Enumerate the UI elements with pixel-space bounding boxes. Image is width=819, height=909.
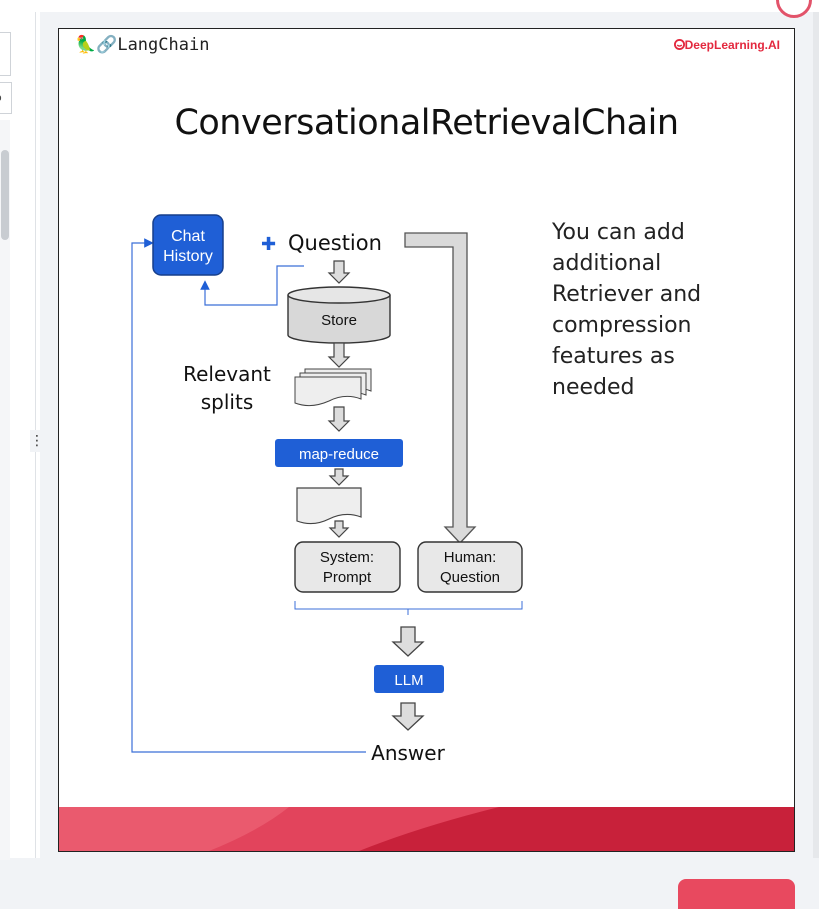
feedback-loop-line (131, 238, 366, 753)
arrow-to-map-reduce (327, 406, 351, 432)
chat-history-box (152, 214, 224, 276)
smile-icon (673, 39, 685, 50)
arrow-to-llm (391, 626, 425, 657)
store-cylinder-top (287, 286, 391, 304)
corner-badge[interactable] (776, 0, 812, 18)
slide-title: ConversationalRetrievalChain (174, 103, 679, 143)
prompt-bracket (294, 601, 523, 615)
human-question-label-2: Question (440, 569, 500, 586)
human-question-box (417, 541, 523, 593)
right-scrollbar-track[interactable] (813, 12, 819, 858)
arrow-to-answer (391, 702, 425, 731)
left-input-field[interactable] (0, 32, 11, 76)
llm-box (374, 665, 444, 693)
chat-history-label-1: Chat (171, 228, 205, 245)
top-strip (0, 0, 819, 12)
relevant-splits-label-1: Relevant (183, 362, 271, 386)
arrow-to-splits (327, 342, 351, 368)
history-return-line (200, 265, 304, 306)
langchain-logo: 🦜🔗LangChain (75, 35, 210, 55)
question-label: Question (288, 231, 382, 255)
map-reduce-box (275, 439, 403, 467)
splitter-handle-icon[interactable]: ⋮ (30, 430, 44, 452)
question-bypass-arrow (404, 232, 477, 544)
system-prompt-label-2: Prompt (323, 569, 372, 586)
left-scrollbar-thumb[interactable] (1, 150, 9, 240)
plus-icon: ✚ (261, 234, 276, 255)
store-label: Store (321, 312, 357, 329)
arrow-to-system-prompt (328, 520, 350, 538)
arrow-to-prompt-doc (328, 468, 350, 486)
prompt-document-icon (296, 487, 362, 525)
system-prompt-box (294, 541, 401, 593)
left-chip[interactable]: o (0, 82, 12, 114)
arrow-to-store (327, 260, 351, 284)
document-stack-icon (294, 368, 372, 407)
action-button[interactable] (678, 879, 795, 909)
chat-history-label-2: History (163, 248, 213, 265)
slide-footer-wave (59, 807, 794, 851)
deeplearning-ai-logo: DeepLearning.AI (673, 38, 780, 52)
human-question-label-1: Human: (444, 549, 497, 566)
side-note: You can add additional Retriever and com… (552, 220, 702, 400)
left-scrollbar-track[interactable] (0, 120, 10, 860)
retrieval-diagram: Chat History ✚ Question Store Relevant s… (131, 214, 523, 765)
brand-name: DeepLearning.AI (684, 38, 780, 52)
map-reduce-label: map-reduce (299, 446, 379, 463)
answer-label: Answer (371, 741, 445, 765)
llm-label: LLM (394, 672, 423, 689)
slide-image: 🦜🔗LangChain DeepLearning.AI Conversation… (58, 28, 795, 852)
relevant-splits-label-2: splits (201, 390, 254, 414)
system-prompt-label-1: System: (320, 549, 374, 566)
